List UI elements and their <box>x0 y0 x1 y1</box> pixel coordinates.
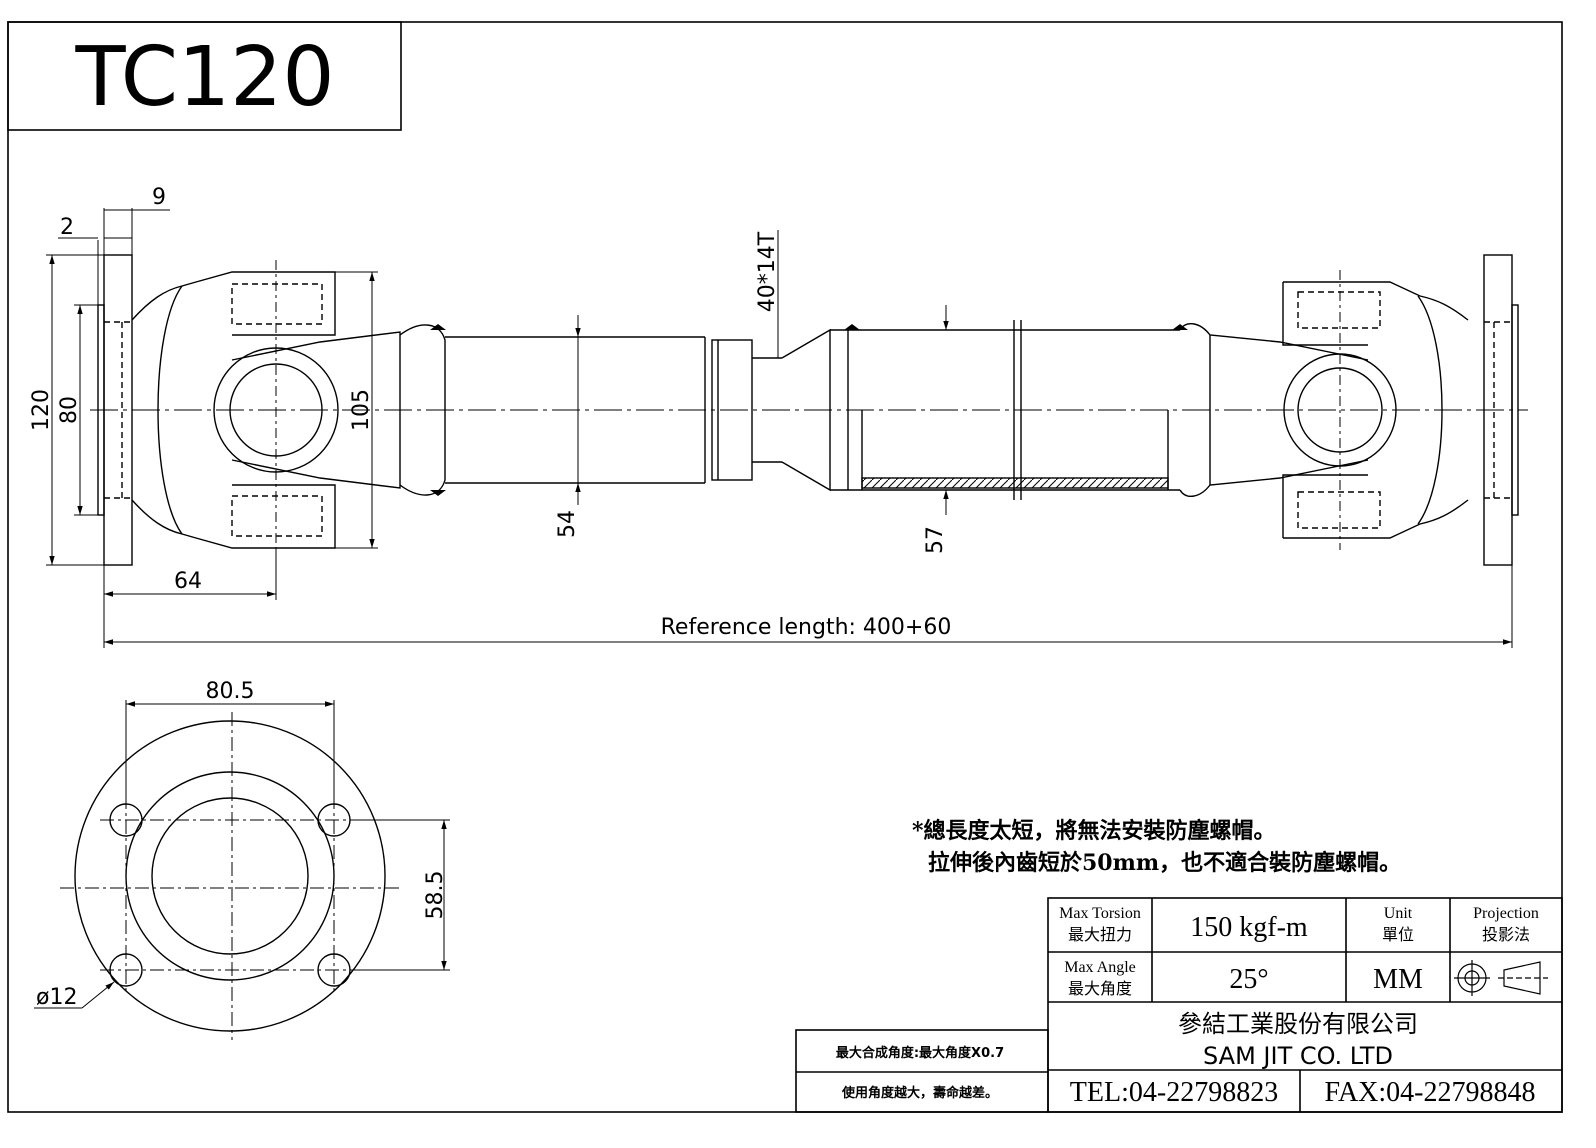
projection-label-en: Projection <box>1473 905 1539 922</box>
right-flange <box>1483 254 1519 566</box>
right-yoke <box>1179 270 1469 550</box>
dim-flange-thickness: 9 <box>152 185 166 210</box>
projection-symbol-icon <box>1454 960 1548 996</box>
flange-front-view <box>34 700 450 1040</box>
notes: *總長度太短，將無法安裝防塵螺帽。 拉伸後內齒短於50mm，也不適合裝防塵螺帽。 <box>912 818 1401 876</box>
unit-value: MM <box>1373 964 1423 995</box>
max-angle-label-en: Max Angle <box>1064 959 1136 976</box>
side-note-line-1: 最大合成角度:最大角度X0.7 <box>836 1045 1004 1061</box>
max-angle-value: 25° <box>1229 964 1268 995</box>
company-tel: TEL:04-22798823 <box>1070 1077 1278 1108</box>
dim-bolt-span-v: 58.5 <box>423 871 448 920</box>
left-shaft <box>445 328 831 492</box>
unit-label-en: Unit <box>1384 905 1413 922</box>
side-note-line-2: 使用角度越大，壽命越差。 <box>841 1085 998 1101</box>
dim-hole-dia: ø12 <box>36 985 77 1010</box>
dim-spigot: 2 <box>60 215 74 240</box>
flange-bore-circle <box>151 797 309 955</box>
max-torsion-label-zh: 最大扭力 <box>1068 926 1132 944</box>
dim-yoke-height: 105 <box>349 389 374 431</box>
spline-tube <box>830 320 1180 500</box>
left-flange <box>97 254 133 566</box>
max-angle-label-zh: 最大角度 <box>1068 980 1132 998</box>
shaft-side-view <box>90 254 1528 566</box>
projection-label-zh: 投影法 <box>1482 926 1530 944</box>
side-view-dimension-labels: 9 2 120 80 105 40*14T 54 57 64 Reference… <box>29 185 951 640</box>
note-line-1: *總長度太短，將無法安裝防塵螺帽。 <box>912 818 1276 844</box>
max-torsion-value: 150 kgf-m <box>1190 912 1308 943</box>
dim-bolt-span: 80.5 <box>206 679 255 704</box>
dim-tube-dia: 57 <box>923 526 948 554</box>
title-block: TC120 <box>7 21 402 131</box>
dim-shaft-dia: 54 <box>555 510 580 538</box>
dim-flange-od: 120 <box>29 389 54 431</box>
dim-spline-spec: 40*14T <box>755 231 780 312</box>
dim-spigot-dia: 80 <box>57 396 82 424</box>
left-yoke <box>131 260 446 560</box>
weld-beads <box>430 324 1188 496</box>
dim-yoke-length: 64 <box>174 569 202 594</box>
company-fax: FAX:04-22798848 <box>1324 1077 1535 1108</box>
flange-outer-circle <box>74 720 386 1032</box>
note-line-2: 拉伸後內齒短於50mm，也不適合裝防塵螺帽。 <box>928 850 1401 876</box>
flange-front-labels: 80.5 58.5 ø12 <box>36 679 448 1010</box>
company-name-zh: 參結工業股份有限公司 <box>1178 1010 1418 1038</box>
company-name-en: SAM JIT CO. LTD <box>1203 1042 1393 1070</box>
max-torsion-label-en: Max Torsion <box>1059 905 1141 922</box>
flange-spigot-circle <box>125 771 335 981</box>
part-number-title: TC120 <box>74 30 334 125</box>
unit-label-zh: 單位 <box>1382 926 1414 944</box>
spec-table-text: Max Torsion 最大扭力 150 kgf-m Unit 單位 Proje… <box>836 905 1539 1108</box>
side-view-dimensions <box>46 208 1513 648</box>
spec-table <box>795 897 1563 1113</box>
dim-reference-length: Reference length: 400+60 <box>661 615 952 640</box>
sheet-border <box>7 21 1563 1113</box>
